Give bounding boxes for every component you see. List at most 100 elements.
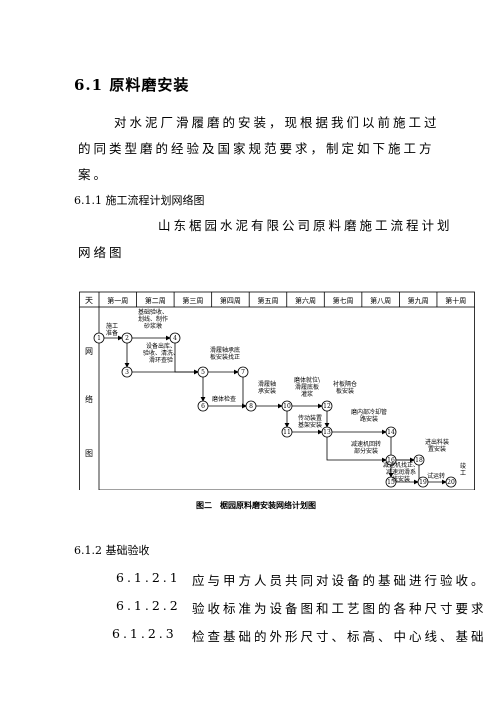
- activity-label: 设备出库、: [146, 342, 176, 350]
- activity-label: 滑履轴承底: [210, 346, 240, 354]
- event-node-number: 6: [201, 403, 205, 410]
- header-day-label: 天: [85, 296, 93, 305]
- activity-label: 进出料装: [425, 438, 449, 446]
- side-label-2: 络: [85, 394, 93, 404]
- event-node-number: 5: [201, 369, 205, 376]
- side-label-1: 网: [85, 347, 93, 356]
- week-label: 第三周: [182, 296, 203, 305]
- event-node: [121, 366, 133, 378]
- event-node-number: 8: [249, 403, 253, 410]
- activity-label: 试运转: [427, 472, 445, 480]
- diagram-caption: 图二 椐园原料磨安装网络计划图: [196, 500, 316, 510]
- activity-label: 置安装: [428, 445, 446, 453]
- activity-label: 减速机回转: [351, 440, 381, 448]
- event-node: [385, 426, 397, 438]
- item-text-2: 验收标准为设备图和工艺图的各种尺寸要求: [192, 601, 487, 616]
- week-label: 第四周: [220, 296, 241, 305]
- week-label: 第二周: [145, 296, 166, 305]
- item-num-2: 6.1.2.2: [116, 598, 181, 613]
- item-text-3: 检查基础的外形尺寸、标高、中心线、基础: [192, 629, 487, 644]
- subsection-612: 6.1.2 基础验收: [74, 544, 150, 557]
- event-node: [197, 400, 209, 412]
- event-node-number: 13: [323, 429, 331, 436]
- activity-arrow: [174, 343, 199, 375]
- intro-line-3: 案。: [78, 167, 110, 182]
- network-diagram: 天 第一周 第二周 第三周 第四周 第五周 第六周 第七周 第八周 第九周 第十周 网 络 图 1…: [79, 290, 479, 494]
- activity-arrow: [326, 437, 387, 463]
- event-node: [245, 400, 257, 412]
- item-num-3: 6.1.2.3: [112, 626, 177, 641]
- event-node: [197, 366, 209, 378]
- activity-label: 准备: [106, 329, 118, 337]
- event-node: [445, 476, 457, 488]
- activity-label: 砂浆墩: [144, 322, 162, 330]
- section-title: 6.1 原料磨安装: [74, 76, 190, 94]
- network-title-line1: 山东椐园水泥有限公司原料磨施工流程计划: [158, 218, 453, 233]
- activity-label: 承安装: [258, 387, 276, 395]
- activity-label: 磨内部冷却管: [351, 408, 387, 416]
- event-node: [237, 366, 249, 378]
- week-label: 第八周: [370, 296, 391, 305]
- activity-label: 磨体检查: [212, 395, 236, 403]
- intro-line-1: 对水泥厂滑履磨的安装，现根据我们以前施工过: [114, 115, 440, 130]
- event-node: [385, 454, 397, 466]
- event-node-number: 3: [125, 369, 129, 376]
- network-title-line2: 网络图: [78, 245, 125, 260]
- activity-label: 传动装置: [298, 414, 322, 422]
- item-num-1: 6.1.2.1: [116, 570, 181, 585]
- intro-line-2: 的同类型磨的经验及国家规范要求，制定如下施工方: [78, 141, 435, 156]
- activity-label: 竣: [460, 462, 466, 470]
- activity-label: 滑履底板: [295, 383, 319, 391]
- event-node-number: 7: [241, 369, 245, 376]
- activity-label: 板安装: [336, 387, 354, 395]
- event-node: [281, 426, 293, 438]
- event-node-number: 2: [125, 335, 129, 342]
- event-node-number: 15: [387, 479, 395, 486]
- event-node: [417, 476, 429, 488]
- activity-label: 衬板隔仓: [333, 380, 357, 388]
- activity-label: 板安装找正: [210, 353, 240, 361]
- activity-label: 灌浆: [301, 390, 313, 398]
- activity-label: 施工: [106, 322, 118, 330]
- activity-label: 路安装: [360, 415, 378, 423]
- event-node-number: 11: [283, 429, 291, 436]
- event-node: [169, 332, 181, 344]
- week-label: 第七周: [333, 296, 354, 305]
- activity-label: 滑履轴: [258, 380, 276, 388]
- event-node: [321, 400, 333, 412]
- activity-label: 基架安装: [298, 421, 322, 429]
- event-node-number: 14: [387, 429, 395, 436]
- activity-label: 减速机找正、: [383, 461, 419, 469]
- event-node-number: 18: [415, 457, 423, 464]
- event-node-number: 20: [447, 479, 455, 486]
- activity-label: 部分安装: [354, 447, 378, 455]
- week-label: 第六周: [295, 296, 316, 305]
- event-node: [93, 332, 105, 344]
- activity-label: 工: [460, 470, 466, 477]
- activity-label: 基础验收、: [138, 308, 168, 316]
- week-label: 第九周: [408, 296, 429, 305]
- event-node: [281, 400, 293, 412]
- week-label: 第十周: [445, 296, 466, 305]
- event-node: [121, 332, 133, 344]
- event-node-number: 12: [323, 403, 331, 410]
- event-node-number: 16: [387, 457, 395, 464]
- event-node-number: 1: [97, 335, 101, 342]
- item-text-1: 应与甲方人员共同对设备的基础进行验收。: [192, 573, 487, 588]
- event-node: [385, 476, 397, 488]
- activity-label: 磨体就位\: [294, 376, 321, 384]
- event-node-number: 19: [419, 479, 427, 486]
- activity-label: 验收、清洗、: [143, 349, 179, 357]
- activity-label: 滑环查验: [149, 356, 173, 364]
- side-label-3: 图: [85, 449, 93, 458]
- activity-label: 减速润滑系: [386, 468, 416, 476]
- week-label: 第五周: [257, 296, 278, 305]
- event-node: [321, 426, 333, 438]
- activity-label: 统安装: [392, 475, 410, 483]
- event-node: [413, 454, 425, 466]
- activity-label: 划线、制作: [138, 315, 168, 323]
- week-label: 第一周: [107, 296, 128, 305]
- event-node-number: 4: [173, 335, 177, 342]
- subsection-611: 6.1.1 施工流程计划网络图: [74, 194, 205, 207]
- event-node-number: 10: [283, 403, 291, 410]
